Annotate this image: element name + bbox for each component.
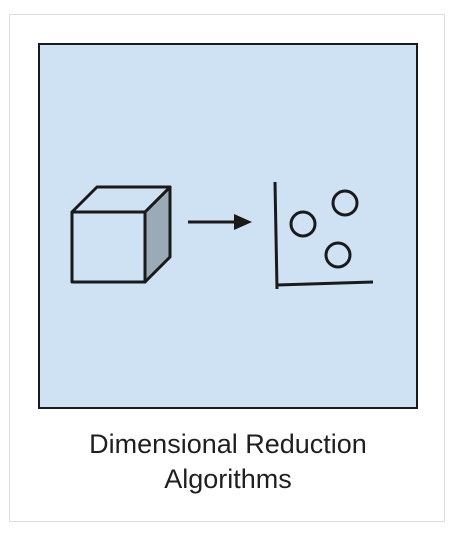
scatter-point bbox=[324, 241, 352, 269]
scatter-plot-icon bbox=[273, 181, 374, 290]
diagram-panel bbox=[38, 43, 418, 409]
scatter-point bbox=[289, 210, 317, 238]
reduction-diagram bbox=[70, 181, 374, 290]
arrow-icon bbox=[188, 214, 252, 230]
caption-line-2: Algorithms bbox=[164, 464, 292, 494]
caption-line-1: Dimensional Reduction bbox=[89, 429, 367, 459]
x-axis-line bbox=[276, 280, 374, 287]
cube-front-face bbox=[70, 210, 147, 284]
cube-icon bbox=[70, 185, 172, 284]
algorithm-card[interactable]: Dimensional Reduction Algorithms bbox=[9, 14, 445, 522]
y-axis-line bbox=[273, 181, 279, 290]
scatter-point bbox=[331, 189, 359, 217]
card-caption: Dimensional Reduction Algorithms bbox=[10, 427, 446, 497]
